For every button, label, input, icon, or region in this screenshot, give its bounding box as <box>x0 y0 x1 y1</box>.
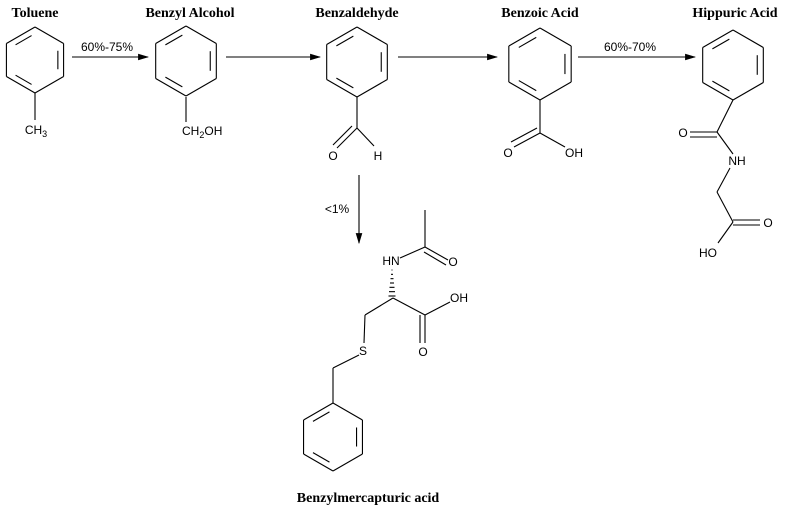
benzoic-o-label: O <box>503 146 512 160</box>
benzyl-alcohol-ch2oh-label: CH2OH <box>182 124 222 140</box>
benzoic-co-double <box>510 127 538 143</box>
ring-double-bond <box>712 38 730 50</box>
ring-bond <box>303 402 334 421</box>
ring-double-bond <box>15 74 32 85</box>
toluene-ch3-label: CH3 <box>25 123 47 139</box>
ring-double-bond <box>712 80 730 92</box>
ring-bond <box>508 81 541 101</box>
ring-bond <box>6 76 36 94</box>
ring-double-bond <box>312 452 330 463</box>
ring-bond <box>185 78 217 97</box>
benzoic-acid-ring <box>508 27 572 101</box>
ring-double-bond <box>336 35 354 47</box>
benzyl-alcohol-title: Benzyl Alcohol <box>145 6 234 21</box>
bma-o2-label: O <box>418 345 427 359</box>
benzaldehyde-title: Benzaldehyde <box>315 6 398 21</box>
hippuric-o2-label: O <box>763 216 772 230</box>
ring-bond <box>732 82 764 101</box>
hippuric-cc-bond <box>716 191 734 223</box>
bma-sc-bond <box>332 354 360 369</box>
hippuric-coh-bond <box>717 221 734 244</box>
ring-bond <box>6 26 36 44</box>
benzaldehyde-co-bond <box>336 127 358 149</box>
ring-double-bond <box>165 34 183 46</box>
ring-bond <box>702 29 734 48</box>
ring-bond <box>185 25 217 44</box>
ring-bond <box>326 79 358 98</box>
bma-oh-label: OH <box>450 291 468 305</box>
ring-bond <box>539 81 572 101</box>
hippuric-acid-ring <box>702 29 764 101</box>
hippuric-o1-label: O <box>678 126 687 140</box>
ring-bond <box>34 76 64 94</box>
ring-bond <box>332 453 363 472</box>
benzoic-coh-bond <box>539 132 566 148</box>
benzylmercapturic-acid-title: Benzylmercapturic acid <box>297 491 440 506</box>
hippuric-bond-1 <box>716 99 734 133</box>
bma-ch2-bond <box>364 297 394 316</box>
bma-cn-bond <box>399 246 426 259</box>
ring-bond <box>539 27 572 47</box>
toluene-ring <box>5 26 65 94</box>
bma-cc-bond <box>392 297 426 316</box>
benzaldehyde-ring <box>326 26 388 98</box>
bma-hn-label: HN <box>382 254 399 268</box>
ring-bond <box>356 26 388 45</box>
ring-bond <box>356 79 388 98</box>
bma-hashed-wedge <box>388 269 396 297</box>
arrow-label-4: 60%-70% <box>604 40 656 54</box>
ring-bond <box>303 453 334 472</box>
benzoic-co-bond <box>513 132 541 148</box>
hippuric-nh-label: NH <box>728 154 745 168</box>
bma-coh-bond <box>424 301 451 316</box>
arrow-label-1: 60%-75% <box>81 40 133 54</box>
ring-double-bond <box>312 411 330 422</box>
benzyl-alcohol-ring <box>155 25 217 97</box>
ring-double-bond <box>15 35 32 46</box>
bma-cs-bond <box>363 314 366 344</box>
ring-bond <box>326 26 358 45</box>
benzaldehyde-o-label: O <box>328 149 337 163</box>
bma-o1-label: O <box>448 255 457 269</box>
bma-co-bond <box>424 246 449 261</box>
bma-co-double <box>423 251 447 266</box>
ring-bond <box>332 402 363 421</box>
ring-double-bond <box>336 77 354 89</box>
toluene-title: Toluene <box>12 6 59 21</box>
ring-double-bond <box>518 36 537 48</box>
benzoic-oh-label: OH <box>565 146 583 160</box>
ring-bond <box>34 26 64 44</box>
benzylmercapturic-ring <box>303 402 363 472</box>
arrow-label-5: <1% <box>325 202 350 216</box>
ring-double-bond <box>165 76 183 88</box>
ring-bond <box>732 29 764 48</box>
ring-bond <box>155 78 187 97</box>
hippuric-nc-bond <box>716 167 731 193</box>
benzaldehyde-ch-bond <box>356 127 375 147</box>
benzoic-acid-title: Benzoic Acid <box>501 6 579 21</box>
hippuric-ho-label: HO <box>699 246 717 260</box>
ring-double-bond <box>518 80 537 92</box>
bma-s-label: S <box>359 344 367 358</box>
hippuric-cn-bond <box>716 131 734 155</box>
hippuric-acid-title: Hippuric Acid <box>692 6 777 21</box>
ring-bond <box>702 82 734 101</box>
ring-bond <box>508 27 541 47</box>
benzaldehyde-h-label: H <box>374 149 383 163</box>
benzaldehyde-co-double <box>332 125 353 146</box>
ring-bond <box>155 25 187 44</box>
